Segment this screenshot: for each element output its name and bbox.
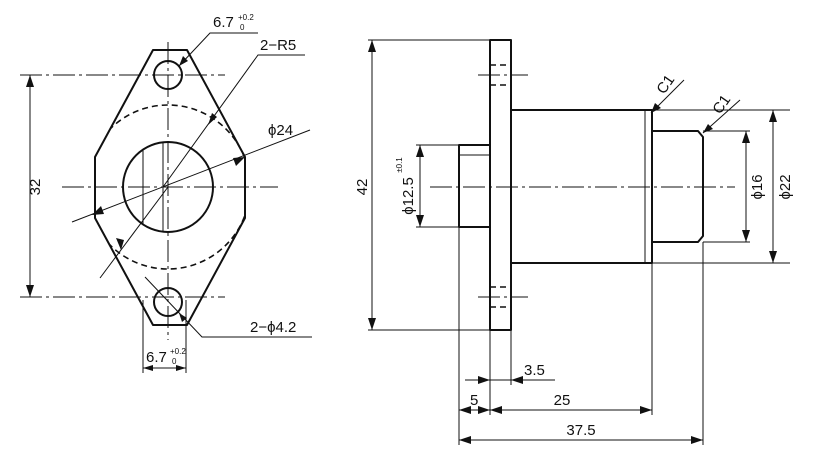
side-dim-height-label: 42 xyxy=(354,179,371,196)
dim-top-hole-tol-upper: +0.2 xyxy=(238,13,254,22)
front-dim-height-label: 32 xyxy=(27,179,44,196)
dim-boss-length-arrow-right xyxy=(478,406,490,414)
dim-top-hole-tol-lower: 0 xyxy=(240,23,245,32)
dim-pitch-label: ϕ24 xyxy=(268,122,293,139)
dim-boss-arrow-top xyxy=(416,145,424,157)
dim-flange-offset-arrow-left xyxy=(478,376,490,384)
dim-pitch-arrow-left xyxy=(92,206,104,215)
dim-tip-arrow-top xyxy=(742,131,750,143)
dim-bottom-hole-arrow-left xyxy=(143,365,153,371)
dim-overall-length-arrow-left xyxy=(459,436,471,444)
dim-radius-arrow xyxy=(208,113,217,125)
dim-pitch-leader xyxy=(71,129,311,223)
dim-side-height-arrow-bottom xyxy=(368,318,376,330)
dim-body-label: ϕ22 xyxy=(777,174,794,199)
dim-body-arrow-top xyxy=(769,110,777,122)
dim-overall-length-label: 37.5 xyxy=(566,422,595,439)
dim-bottom-hole-label: 6.7 xyxy=(146,349,167,366)
dim-holes-arrow xyxy=(179,313,187,322)
dim-flange-offset-arrow-right xyxy=(511,376,523,384)
dim-boss-label: ϕ12.5 xyxy=(400,177,417,215)
dim-top-hole-leader xyxy=(178,32,258,67)
dim-height-arrow-bottom xyxy=(26,285,34,297)
front-view: 32 6.7 +0.2 0 2−R5 ϕ24 2−ϕ4.2 6.7 +0.2 0 xyxy=(20,13,312,373)
pitch-circle-hidden xyxy=(95,104,245,270)
dim-overall-length-arrow-right xyxy=(691,436,703,444)
dim-bottom-hole-tol-upper: +0.2 xyxy=(170,347,186,356)
dim-tip-label: ϕ16 xyxy=(749,174,766,199)
dim-side-height-arrow-top xyxy=(368,40,376,52)
dim-body-length-arrow-left xyxy=(490,406,502,414)
dim-holes-label: 2−ϕ4.2 xyxy=(250,319,296,336)
dim-boss-length-arrow-left xyxy=(459,406,471,414)
dim-top-hole-arrow xyxy=(179,56,188,66)
boss xyxy=(458,144,491,228)
dim-boss-arrow-bottom xyxy=(416,215,424,227)
dim-chamfer-1-label: C1 xyxy=(653,72,678,97)
dim-flange-offset-label: 3.5 xyxy=(524,362,545,379)
dim-bottom-hole-tol-lower: 0 xyxy=(172,357,177,366)
dim-body-length-arrow-right xyxy=(640,406,652,414)
radial-line-lower xyxy=(99,186,169,279)
dim-boss-tol: ±0.1 xyxy=(395,157,404,173)
dim-radius-label: 2−R5 xyxy=(260,37,296,54)
flange-outline xyxy=(94,49,246,326)
dim-top-hole-label: 6.7 xyxy=(213,14,234,31)
dim-holes-leader xyxy=(144,276,312,338)
side-view: 42 ϕ12.5 ±0.1 C1 C1 ϕ16 ϕ22 xyxy=(354,39,794,445)
dim-tip-arrow-bottom xyxy=(742,230,750,242)
dim-body-length-label: 25 xyxy=(554,392,571,409)
dim-body-arrow-bottom xyxy=(769,251,777,263)
dim-bottom-hole-arrow-right xyxy=(176,365,186,371)
radial-arrow-lower xyxy=(116,238,124,250)
dim-pitch-arrow-right xyxy=(233,157,245,166)
dim-chamfer-2-label: C1 xyxy=(709,92,734,117)
dim-height-arrow-top xyxy=(26,75,34,87)
dim-boss-length-label: 5 xyxy=(470,392,478,409)
dim-radius-leader xyxy=(162,54,305,188)
